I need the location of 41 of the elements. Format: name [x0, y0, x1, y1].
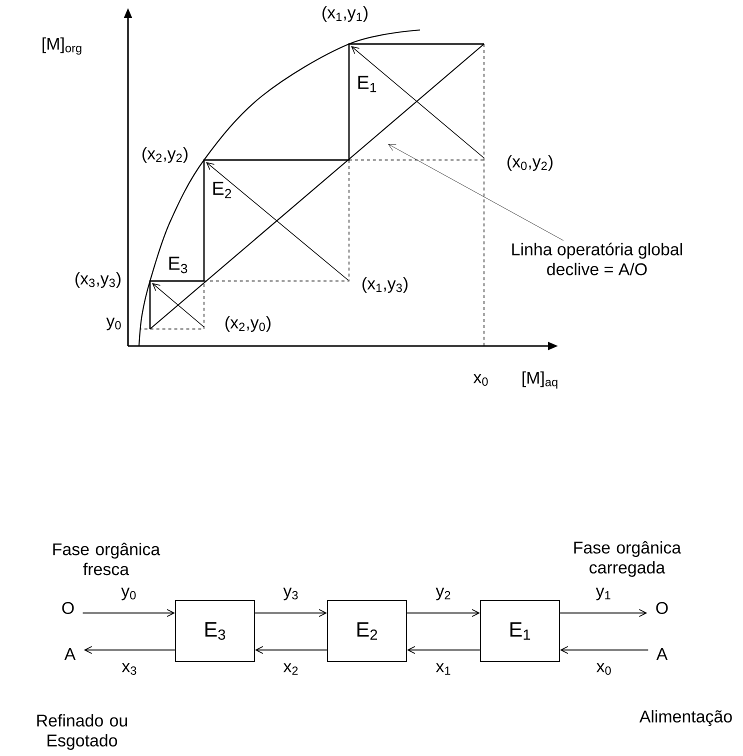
axis-label: [M]$_{org}$ [42, 37, 82, 55]
arrow [254, 609, 328, 617]
stream-caption: Refinado ou Esgotado [37, 714, 127, 750]
stream-caption: Fase orgânica carregada [574, 541, 682, 577]
axis-value: x$_{0}$ [473, 374, 488, 386]
stage-box: E$_{2}$ [327, 600, 407, 662]
arrow [82, 609, 176, 617]
point-label: (x$_{1}$,y$_{1}$) [322, 6, 368, 22]
arrow [560, 609, 648, 617]
stage-label: E$_{3}$ [169, 256, 188, 274]
stream-label: O [62, 602, 74, 614]
edge-label: y$_{1}$ [596, 588, 610, 600]
edge-label: x$_{3}$ [122, 663, 136, 675]
stream-caption: Alimentação [639, 710, 732, 726]
axis-label: [M]$_{aq}$ [522, 371, 558, 389]
edge-label: y$_{3}$ [283, 588, 298, 600]
edge-label: x$_{2}$ [283, 663, 298, 675]
arrow [254, 646, 328, 654]
edge-label: x$_{1}$ [436, 663, 450, 675]
point-label: (x$_{2}$,y$_{0}$) [226, 316, 270, 332]
stream-label: A [64, 648, 76, 660]
stream-label: O [656, 602, 668, 614]
stage-label: E$_{2}$ [213, 182, 232, 198]
leader-line [388, 144, 564, 241]
arrow [406, 609, 480, 617]
stream-label: A [656, 648, 668, 660]
point-label: (x$_{1}$,y$_{3}$) [362, 277, 408, 293]
edge-label: y$_{0}$ [121, 588, 136, 600]
point-label: (x$_{2}$,y$_{2}$) [142, 147, 188, 163]
axis-value: y$_{0}$ [106, 318, 121, 330]
arrow [406, 646, 480, 654]
point-label: (x$_{3}$,y$_{3}$) [76, 272, 120, 288]
point-label: (x$_{0}$,y$_{2}$) [508, 155, 552, 171]
annotation-text: Linha operatória global declive = A/O [512, 242, 682, 276]
edge-label: x$_{0}$ [596, 663, 611, 675]
arrow [84, 646, 176, 654]
arrow [560, 646, 649, 654]
stage-box: E$_{1}$ [480, 600, 560, 662]
stage-box: E$_{3}$ [175, 600, 255, 662]
stage-label: E$_{1}$ [358, 76, 376, 92]
edge-label: y$_{2}$ [436, 588, 450, 600]
